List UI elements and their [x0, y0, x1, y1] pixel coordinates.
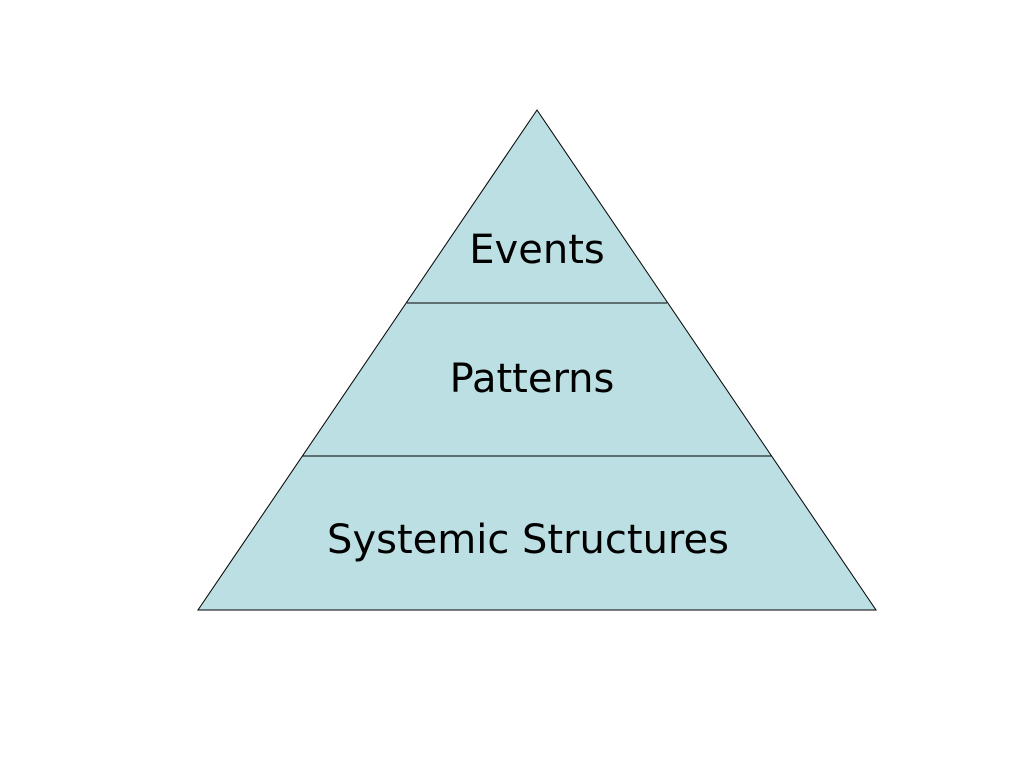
- pyramid-triangle: [197, 109, 877, 611]
- tier-label-systemic-structures: Systemic Structures: [327, 517, 729, 563]
- tier-label-events: Events: [469, 227, 604, 273]
- tier-label-patterns: Patterns: [450, 356, 615, 402]
